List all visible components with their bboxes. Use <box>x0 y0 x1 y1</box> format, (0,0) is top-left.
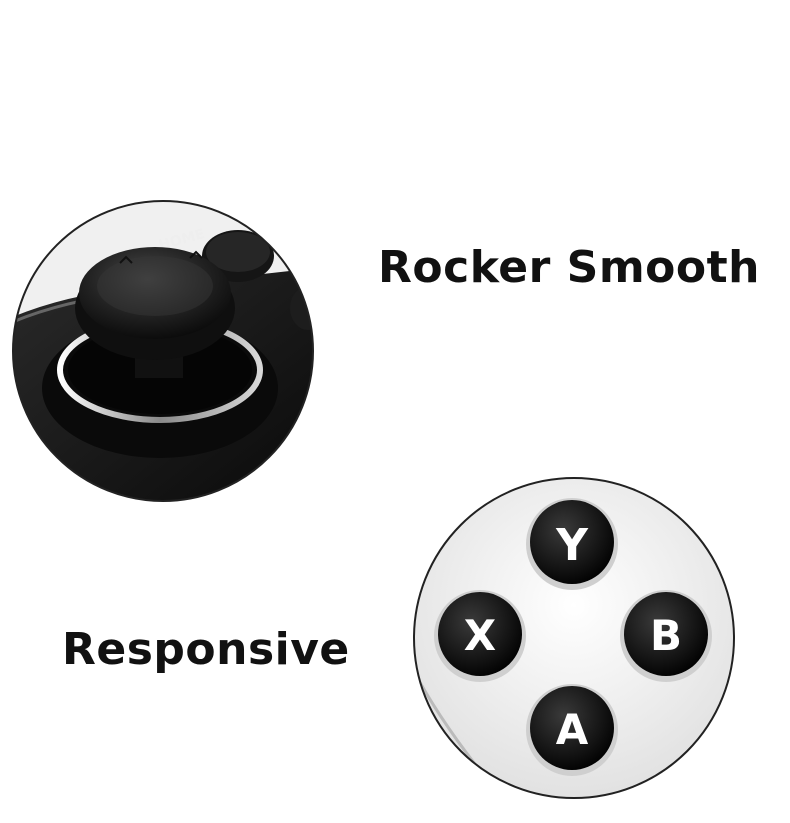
x-button-label: X <box>464 611 496 660</box>
a-button: A <box>526 684 618 776</box>
x-button: X <box>434 590 526 682</box>
b-button-label: B <box>650 611 682 660</box>
a-button-label: A <box>556 705 589 754</box>
y-button-label: Y <box>555 520 589 571</box>
b-button: B <box>620 590 712 682</box>
joystick-closeup-image: HOME <box>12 200 314 502</box>
y-button: Y <box>526 498 618 590</box>
face-buttons-closeup-image: Y X B A <box>413 477 735 799</box>
responsive-heading: Responsive <box>62 624 350 675</box>
rocker-smooth-heading: Rocker Smooth <box>378 242 760 293</box>
